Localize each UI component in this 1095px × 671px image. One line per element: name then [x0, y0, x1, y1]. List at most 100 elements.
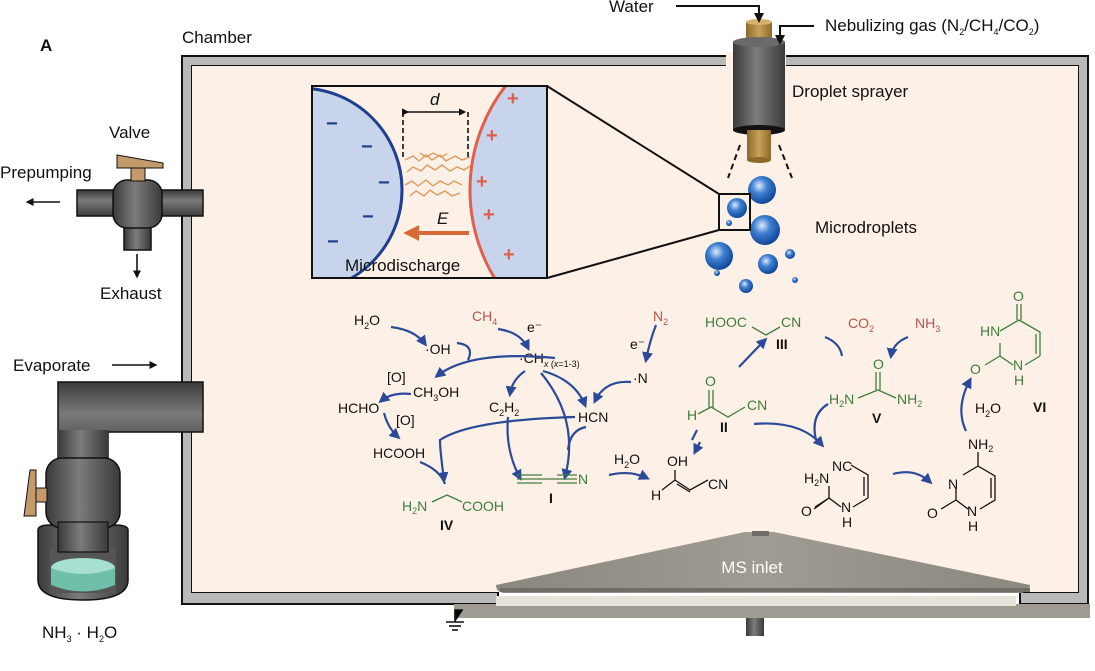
compound-II: O H CN II — [687, 373, 767, 435]
reservoir-label: NH3 · H2O — [42, 623, 117, 644]
svg-text:−: − — [362, 206, 374, 228]
reagent-nh3: NH3 — [915, 315, 940, 334]
reagent-water-3: H2O — [975, 400, 1001, 419]
distance-label: d — [430, 90, 440, 109]
droplet-sprayer-label: Droplet sprayer — [792, 82, 909, 101]
svg-text:−: − — [361, 136, 373, 158]
evaporator-valve — [45, 457, 121, 529]
svg-text:+: + — [507, 88, 519, 110]
svg-text:CN: CN — [747, 397, 767, 413]
svg-text:H: H — [651, 487, 661, 503]
reagent-formaldehyde: HCHO — [338, 400, 379, 416]
compound-IV: H2N COOH IV — [402, 494, 504, 533]
svg-text:O: O — [927, 505, 938, 521]
nebulizing-gas-label: Nebulizing gas (N2/CH4/CO2) — [825, 16, 1039, 37]
compound-enol: OH H CN — [651, 453, 728, 503]
svg-text:+: + — [503, 244, 515, 266]
water-label: Water — [609, 0, 654, 16]
label-III: III — [776, 336, 788, 352]
svg-text:H: H — [1014, 372, 1024, 388]
oxidant-2: [O] — [396, 412, 415, 428]
compound-cyanovinylurea: NC H2N N H O — [801, 458, 869, 530]
droplet — [750, 215, 780, 245]
svg-text:NH2: NH2 — [897, 391, 922, 409]
svg-text:NC: NC — [832, 458, 852, 474]
reagent-co2: CO2 — [848, 315, 874, 334]
droplet — [727, 198, 747, 218]
droplet — [758, 254, 778, 274]
label-IV: IV — [440, 517, 454, 533]
panel-label: A — [40, 36, 52, 55]
droplet — [705, 242, 733, 270]
svg-text:O: O — [970, 361, 981, 377]
droplet — [726, 220, 732, 226]
svg-text:H: H — [968, 518, 978, 534]
chamber-label: Chamber — [182, 28, 252, 47]
reagent-hcn: HCN — [578, 409, 608, 425]
svg-text:NH2: NH2 — [968, 436, 993, 454]
label-V: V — [872, 410, 882, 426]
evaporator — [23, 381, 204, 601]
svg-text:O: O — [1013, 288, 1024, 304]
ms-inlet: MS inlet — [454, 531, 1090, 636]
droplet — [785, 249, 795, 259]
svg-text:COOH: COOH — [462, 498, 504, 514]
svg-text:H2N: H2N — [402, 498, 427, 516]
svg-text:H: H — [842, 514, 852, 530]
oxidant-1: [O] — [387, 369, 406, 385]
ms-inlet-label: MS inlet — [721, 558, 783, 577]
droplet-sprayer — [727, 19, 793, 179]
svg-text:+: + — [476, 171, 488, 193]
compound-VI: O HN N H O VI — [970, 288, 1046, 415]
evaporator-handle[interactable] — [23, 469, 37, 517]
valve-handle[interactable] — [116, 154, 164, 169]
svg-text:N: N — [841, 499, 851, 515]
exhaust-label: Exhaust — [100, 284, 162, 303]
droplet — [792, 277, 798, 283]
nitrogen-radical: ·N — [633, 370, 648, 386]
reagent-methanol: CH3OH — [413, 384, 459, 403]
svg-text:CN: CN — [708, 476, 728, 492]
zoom-line-bottom — [546, 229, 720, 279]
reagent-methane: CH4 — [472, 308, 497, 327]
compound-I: N I — [517, 471, 588, 506]
label-I: I — [549, 490, 553, 506]
gas-arrow — [775, 25, 814, 45]
water-arrow — [676, 5, 764, 23]
svg-text:H2N: H2N — [804, 470, 829, 488]
label-II: II — [720, 419, 728, 435]
reagent-water: H2O — [354, 312, 380, 331]
valve-body — [112, 179, 163, 229]
svg-text:−: − — [326, 113, 338, 135]
svg-text:O: O — [705, 373, 716, 389]
prepumping-label: Prepumping — [0, 163, 92, 182]
droplet — [739, 279, 753, 293]
evaporate-label: Evaporate — [13, 356, 91, 375]
electron-2: e⁻ — [630, 336, 645, 352]
zoom-line-top — [546, 85, 720, 195]
compound-III: HOOC CN III — [705, 314, 801, 352]
ground-icon — [446, 609, 464, 631]
field-label: E — [437, 209, 449, 228]
svg-text:N: N — [948, 476, 958, 492]
reaction-network: H2O ·OH CH4 e⁻ ·CHx (x=1-3) N2 e⁻ ·N [O]… — [338, 288, 1046, 534]
compound-cytosine: NH2 N N H O — [927, 436, 996, 534]
svg-text:N: N — [967, 503, 977, 519]
svg-text:N: N — [1013, 357, 1023, 373]
svg-text:CN: CN — [781, 314, 801, 330]
compound-V: O H2N NH2 V — [829, 356, 922, 426]
valve-assembly — [76, 154, 204, 251]
reagent-formic-acid: HCOOH — [373, 445, 425, 461]
droplet — [748, 176, 776, 204]
svg-text:O: O — [801, 503, 812, 519]
microdischarge-inset: − − − − − + + + + + d E Microdischarge — [311, 85, 548, 279]
negative-charges: − − − − − — [326, 113, 390, 253]
svg-text:HN: HN — [980, 323, 1000, 339]
positive-charges: + + + + + — [476, 88, 519, 266]
electron-1: e⁻ — [527, 319, 542, 335]
label-VI: VI — [1033, 399, 1046, 415]
zoom-box — [718, 193, 751, 231]
svg-text:H: H — [687, 407, 697, 423]
svg-text:+: + — [486, 125, 498, 147]
